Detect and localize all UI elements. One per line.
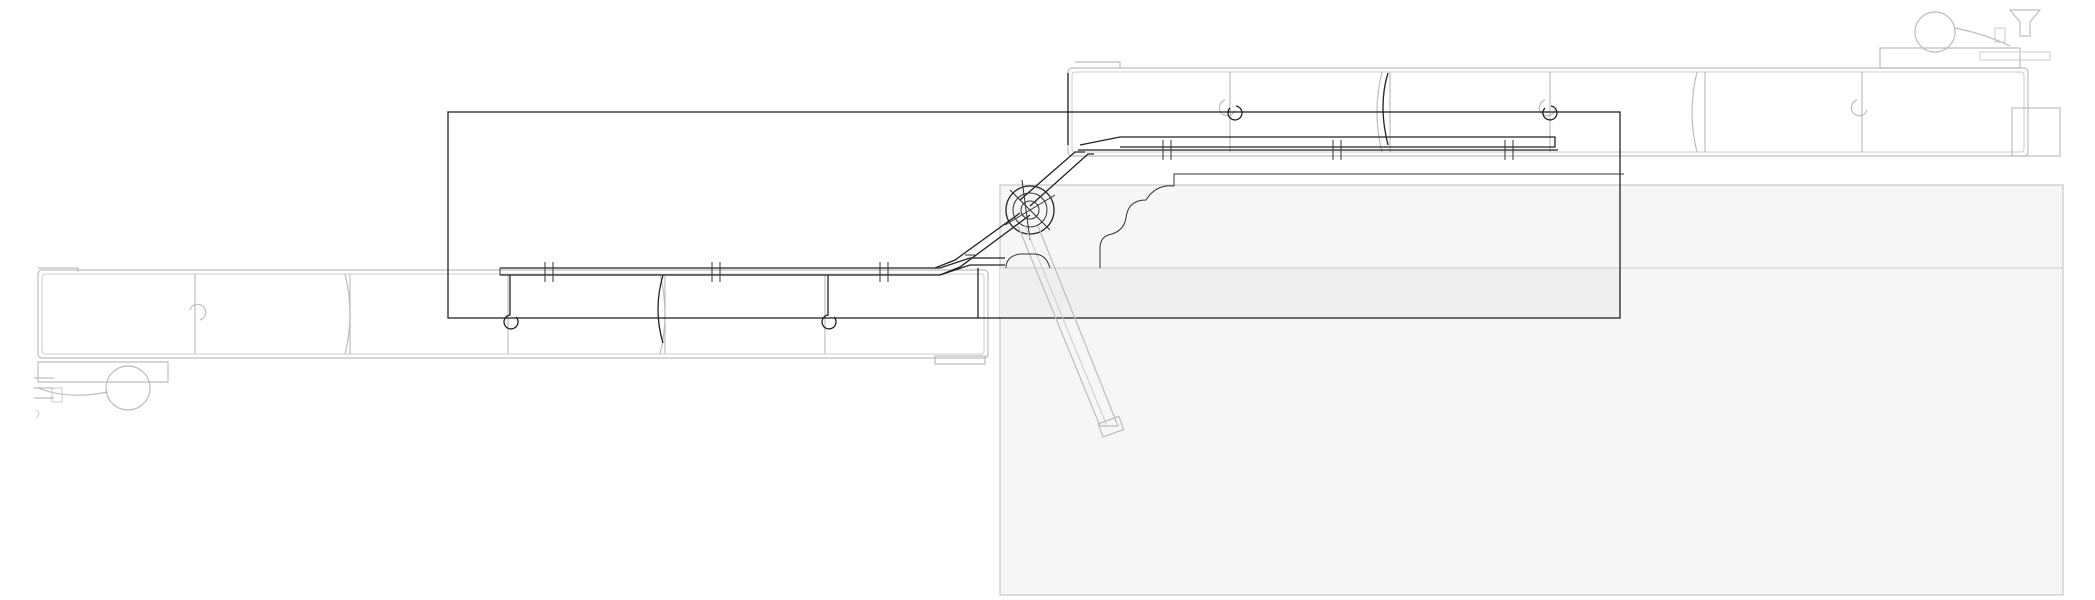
lower-leaf <box>499 254 1005 344</box>
hinge-pivot <box>1004 179 1056 241</box>
lower-clamp-ghost <box>34 361 169 419</box>
upper-panel-ghost <box>1067 61 2061 157</box>
frame-outline <box>447 111 1621 319</box>
support-strut <box>1017 225 1125 438</box>
base-block <box>999 184 2064 596</box>
upper-leaf <box>1067 72 1558 160</box>
upper-clamp-ghost <box>1879 9 2051 69</box>
sill-profile <box>1005 173 1624 269</box>
lower-panel-ghost <box>37 267 989 365</box>
hinge-links <box>934 151 1094 276</box>
